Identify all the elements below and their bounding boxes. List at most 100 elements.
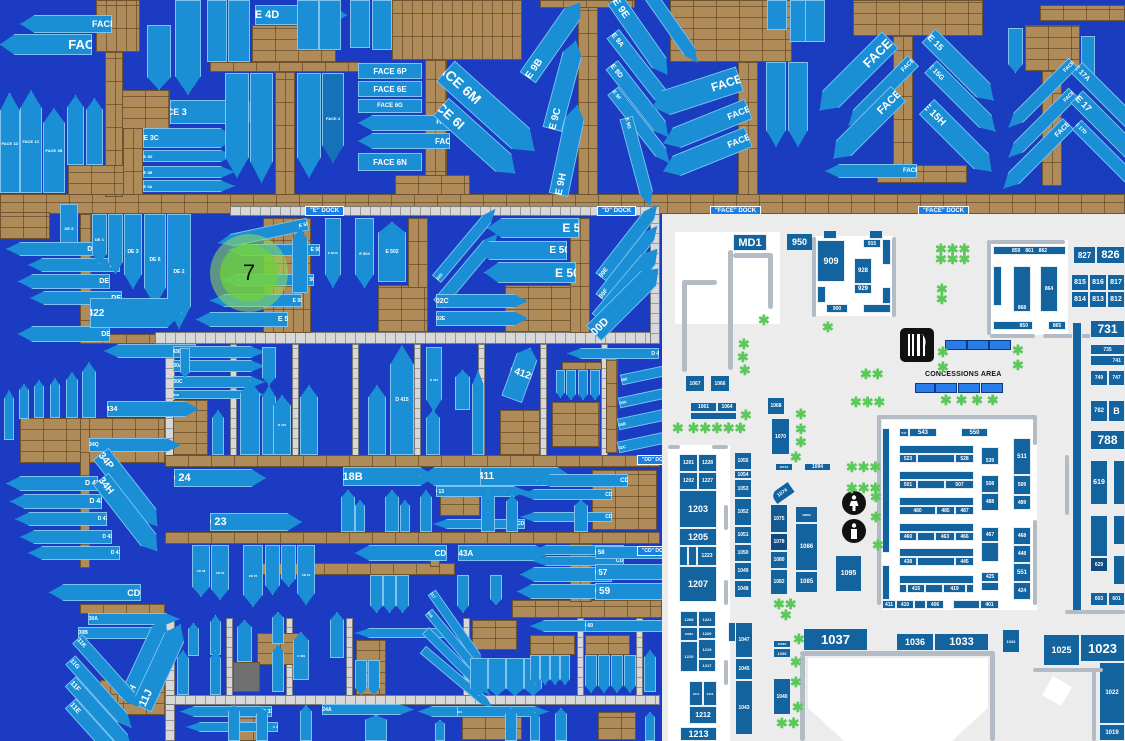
booth-1050[interactable]: 1050 bbox=[734, 544, 752, 562]
slip-face-1a[interactable] bbox=[67, 95, 84, 165]
slip-c-334[interactable] bbox=[300, 705, 312, 741]
booth-731[interactable]: 731 bbox=[1090, 320, 1125, 338]
booth-539[interactable]: 539 bbox=[981, 447, 999, 465]
booth-1061[interactable]: 1061 bbox=[690, 402, 717, 412]
booth-619[interactable]: 619 bbox=[1090, 460, 1108, 505]
booth-left-column-401[interactable] bbox=[882, 565, 890, 600]
booth-620-group[interactable] bbox=[1090, 515, 1108, 557]
booth-410[interactable]: 410 bbox=[896, 600, 914, 609]
booth-415[interactable]: 415 bbox=[907, 584, 925, 593]
booth-1039a[interactable]: 1039A bbox=[773, 640, 791, 648]
slip-c-328[interactable] bbox=[435, 720, 445, 741]
booth-1221[interactable]: 1221 bbox=[698, 611, 716, 627]
slip-c-320[interactable] bbox=[555, 708, 567, 741]
slip-d-420[interactable] bbox=[180, 348, 190, 378]
slip-face-1b[interactable]: FACE 1B bbox=[43, 108, 65, 193]
booth-601[interactable]: 601 bbox=[1108, 592, 1125, 606]
slip-cd-62[interactable] bbox=[644, 650, 656, 692]
slip-face-3b-vertical[interactable] bbox=[147, 25, 171, 90]
slip-d-404[interactable]: D 404 bbox=[567, 348, 659, 359]
booth-1202[interactable]: 1202 bbox=[679, 472, 698, 490]
booth-row-476[interactable] bbox=[899, 523, 974, 532]
booth-1203[interactable]: 1203 bbox=[679, 490, 717, 528]
slip-cd-20[interactable] bbox=[341, 490, 355, 532]
slip-e-500a[interactable]: E 500A bbox=[475, 241, 567, 260]
booth-487[interactable]: 487 bbox=[955, 506, 974, 515]
booth-1201[interactable]: 1201 bbox=[679, 454, 698, 472]
booth-1204[interactable] bbox=[688, 546, 697, 566]
booth-950[interactable]: 950 bbox=[786, 233, 813, 251]
slip-cd-52b[interactable] bbox=[488, 658, 506, 696]
booth-left-column-400[interactable] bbox=[882, 428, 890, 553]
slip-cd-43[interactable]: CD 43 bbox=[355, 545, 447, 561]
booth-1023[interactable]: 1023 bbox=[1080, 634, 1125, 662]
slip-d-408b[interactable] bbox=[578, 370, 588, 400]
slip-e-500[interactable]: E 500 bbox=[487, 218, 579, 238]
booth-1219[interactable]: 1219 bbox=[698, 639, 716, 659]
slip-face-11b[interactable] bbox=[788, 62, 808, 147]
slip-face-4-2[interactable] bbox=[228, 0, 250, 62]
booth-1086a[interactable]: 1086A bbox=[795, 506, 818, 523]
slip-cd-53a[interactable] bbox=[530, 655, 540, 685]
booth-1064[interactable]: 1064 bbox=[717, 402, 737, 412]
slip-c-326[interactable] bbox=[505, 708, 517, 741]
slip-de-13[interactable]: DE 13 bbox=[18, 274, 110, 289]
slip-d-414b[interactable] bbox=[426, 410, 440, 455]
booth-1211[interactable]: 1211 bbox=[689, 681, 703, 706]
slip-cd-24a[interactable] bbox=[265, 545, 280, 595]
slip-cd-18[interactable] bbox=[385, 490, 399, 532]
slip-e-504a[interactable]: E 504A bbox=[325, 218, 341, 288]
slip-e-502e[interactable]: E 502E bbox=[436, 311, 528, 326]
booth-813[interactable]: 813 bbox=[1089, 291, 1107, 308]
booth-409[interactable] bbox=[914, 600, 926, 609]
booth-row-481[interactable] bbox=[899, 497, 974, 506]
booth-502-505[interactable] bbox=[917, 480, 945, 489]
booth-406[interactable]: 406 bbox=[926, 600, 944, 609]
booth-row-530[interactable] bbox=[899, 445, 974, 454]
slip-cd-44b[interactable] bbox=[383, 575, 396, 613]
slip-c-330[interactable] bbox=[365, 715, 387, 741]
booth-509[interactable]: 509 bbox=[1013, 475, 1031, 495]
booth-485[interactable]: 485 bbox=[936, 506, 955, 515]
slip-face-5-top4[interactable] bbox=[319, 0, 341, 50]
slip-face-2[interactable]: FACE 2 bbox=[0, 34, 92, 55]
booth-1228[interactable]: 1228 bbox=[698, 454, 717, 472]
slip-cd-44c[interactable] bbox=[396, 575, 409, 613]
booth-1075[interactable]: 1075 bbox=[770, 504, 788, 533]
booth-421[interactable] bbox=[966, 584, 974, 593]
booth-782[interactable]: 782 bbox=[1090, 400, 1108, 422]
booth-461-462[interactable] bbox=[917, 532, 935, 541]
booth-468[interactable]: 468 bbox=[1013, 527, 1031, 545]
slip-face-6[interactable]: FACE 6 bbox=[358, 133, 450, 149]
slip-cd-3[interactable]: CD 3 bbox=[536, 474, 628, 487]
slip-de-1b[interactable] bbox=[108, 214, 123, 274]
booth-551[interactable]: 551 bbox=[1013, 563, 1031, 582]
slip-cd-2[interactable]: CD 2 bbox=[520, 489, 612, 500]
slip-cd-42[interactable] bbox=[330, 612, 344, 658]
booth-438[interactable]: 438 bbox=[899, 557, 917, 566]
booth-528[interactable]: 528 bbox=[955, 454, 974, 463]
booth-812[interactable]: 812 bbox=[1107, 291, 1125, 308]
booth-1066[interactable]: 1066 bbox=[710, 375, 730, 392]
booth-1049[interactable]: 1049 bbox=[734, 562, 752, 580]
booth-1039[interactable]: 1039 bbox=[773, 648, 791, 658]
slip-cd-60b[interactable] bbox=[598, 655, 610, 693]
slip-cd-41b[interactable] bbox=[368, 660, 380, 695]
slip-cd-47[interactable] bbox=[457, 575, 469, 613]
slip-cd-60[interactable]: CD 60 bbox=[585, 620, 677, 632]
slip-cd-32[interactable]: CD 32 bbox=[211, 545, 229, 600]
slip-face-6e[interactable]: FACE 6E bbox=[358, 81, 422, 97]
concession-stand-6[interactable] bbox=[958, 383, 980, 393]
slip-cd-16[interactable] bbox=[420, 490, 432, 532]
slip-face-5-top2[interactable] bbox=[372, 0, 392, 50]
slip-face-6n[interactable]: FACE 6N bbox=[358, 153, 422, 171]
slip-cd-14[interactable] bbox=[506, 495, 518, 532]
slip-face-5-top3[interactable] bbox=[297, 0, 319, 50]
booth-row-433[interactable] bbox=[899, 575, 974, 584]
slip-cd-56[interactable]: CD 56 bbox=[532, 556, 624, 566]
slip-e-504[interactable]: E 504 bbox=[355, 218, 374, 288]
booth-1036[interactable]: 1036 bbox=[896, 633, 934, 651]
booth-419[interactable]: 419 bbox=[943, 584, 966, 593]
booth-422-423[interactable] bbox=[981, 582, 999, 591]
